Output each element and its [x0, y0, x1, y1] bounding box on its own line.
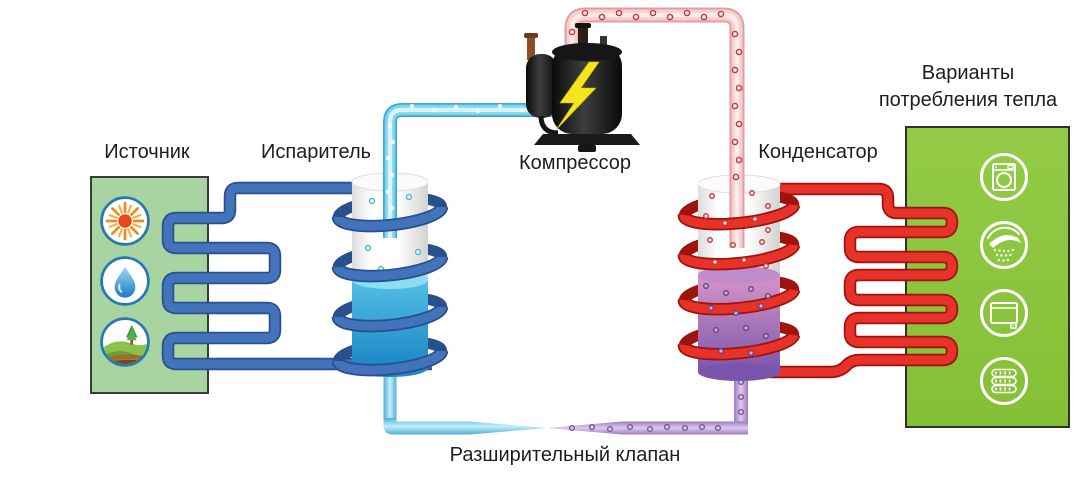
washing-machine-icon	[978, 151, 1030, 203]
compressor-unit	[524, 23, 640, 152]
liquid-pipe-purple-vertical	[734, 370, 748, 426]
condenser-label: Конденсатор	[758, 141, 878, 163]
expansion-valve-outlet-taper	[547, 421, 748, 435]
compressor-label: Компрессор	[518, 152, 632, 174]
compressor-body	[552, 46, 622, 134]
purple-pipe-bubbles	[568, 378, 745, 433]
consumption-label-line1: Варианты	[921, 62, 1015, 84]
discharge-pipe	[569, 10, 741, 248]
evaporator-coil-front	[331, 205, 449, 377]
liquid-pipe-blue-vertical	[383, 352, 397, 424]
expansion-valve-inlet-taper	[383, 418, 547, 435]
condenser-coil-front	[677, 202, 801, 361]
shower-icon	[978, 219, 1030, 271]
consumption-label: Варианты потребления тепла	[858, 60, 1078, 114]
evaporator-label: Испаритель	[260, 141, 372, 163]
evaporator-coil-back	[332, 192, 448, 376]
source-box	[90, 176, 209, 394]
evaporator-vessel	[332, 172, 448, 377]
evaporator-bubbles	[364, 193, 422, 273]
expansion-valve-label: Разширительный клапан	[449, 444, 681, 466]
compressor-base	[534, 134, 640, 145]
geothermal-ground-icon	[98, 315, 152, 369]
condenser-vessel	[678, 174, 800, 381]
water-drop-icon	[98, 254, 152, 308]
condenser-coil-back	[678, 190, 800, 360]
lightning-bolt-icon	[555, 61, 600, 131]
consumption-label-line2: потребления тепла	[878, 89, 1058, 111]
radiator-icon	[978, 287, 1030, 339]
expansion-valve-pipes	[383, 352, 748, 435]
accumulator-tank	[526, 54, 557, 118]
consumption-box	[905, 126, 1070, 428]
source-label: Источник	[104, 141, 190, 163]
accumulator-stub	[527, 36, 535, 60]
condenser-liquid-dots	[703, 283, 771, 356]
sun-icon	[98, 194, 152, 248]
condenser-vapor-dots	[703, 190, 771, 269]
underfloor-heating-icon	[978, 355, 1030, 407]
